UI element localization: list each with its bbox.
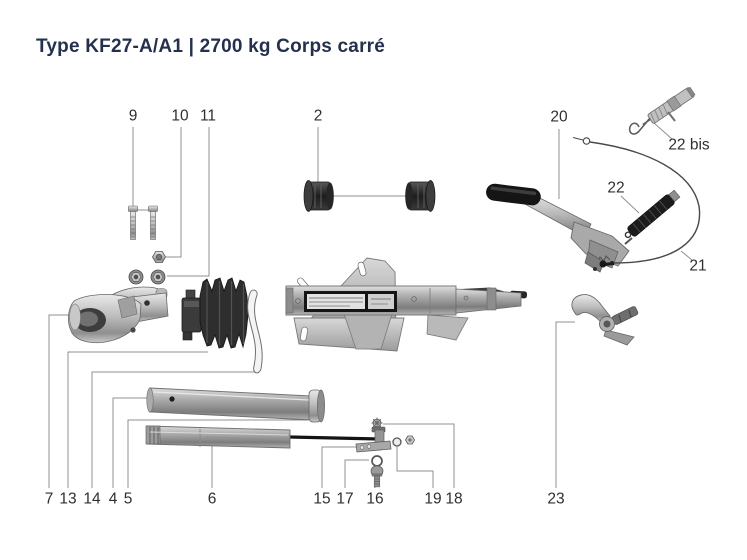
main-body-assembly <box>285 257 528 352</box>
buffer-right <box>405 180 436 212</box>
part-6-damper <box>145 425 380 449</box>
leader-22bis <box>653 122 673 140</box>
leader-22 <box>620 195 640 214</box>
leader-7 <box>48 314 72 488</box>
leader-17 <box>344 459 369 488</box>
part-23-cam-hook <box>571 294 639 346</box>
part-22-spring <box>624 189 681 239</box>
leader-9 <box>132 127 152 211</box>
page-title: Type KF27-A/A1 | 2700 kg Corps carré <box>36 36 386 57</box>
part-21-cable <box>572 137 701 265</box>
leader-11 <box>167 127 210 277</box>
leader-13 <box>67 351 208 488</box>
part-14-wire-loop <box>247 289 263 374</box>
part-15-cable-bracket <box>355 426 392 453</box>
part-4-5-draw-tube <box>146 387 325 423</box>
leader-21 <box>680 250 693 261</box>
type-label-plate <box>304 291 397 312</box>
part-22bis-plunger <box>628 86 696 135</box>
leader-23 <box>555 321 575 488</box>
leader-19 <box>396 447 434 488</box>
leader-15 <box>321 446 357 488</box>
part-20-handbrake-lever <box>486 183 633 273</box>
fastener-group <box>355 417 415 488</box>
leader-4 <box>112 397 151 488</box>
part-19-washers <box>392 435 415 447</box>
part-2-rubber-buffers <box>303 180 436 212</box>
part-11-flange-nuts <box>128 269 166 285</box>
part-17-washer <box>371 455 383 467</box>
buffer-left <box>303 180 334 212</box>
leader-14 <box>91 371 257 488</box>
part-10-nut <box>152 250 166 264</box>
part-13-bellows <box>181 277 249 349</box>
part-9-bolts <box>128 205 158 240</box>
part-7-coupling-head <box>68 286 169 344</box>
leader-10 <box>166 127 182 258</box>
part-16-bolt <box>370 465 384 488</box>
leader-18 <box>383 423 455 488</box>
